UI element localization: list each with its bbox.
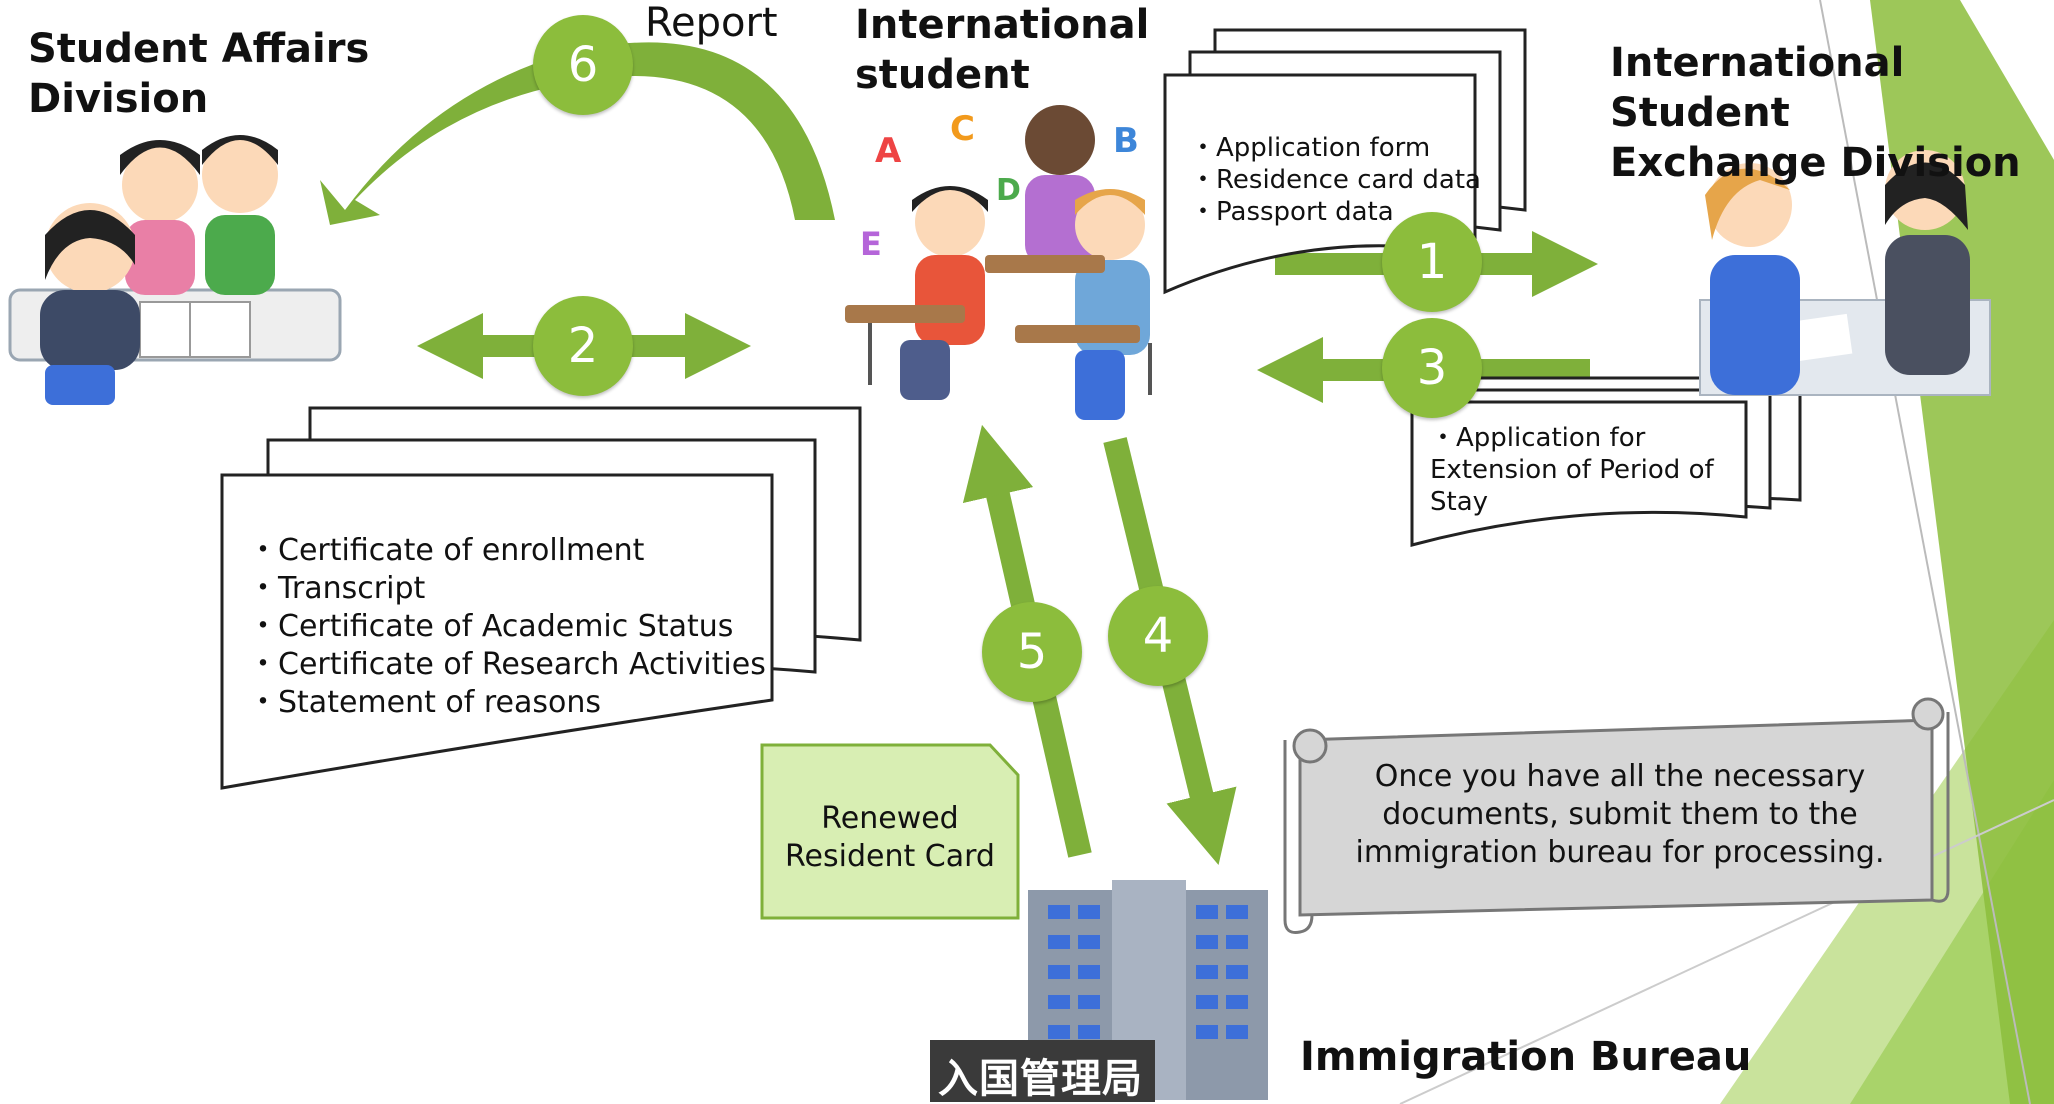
svg-text:D: D	[996, 173, 1021, 208]
report-arrow	[320, 42, 835, 225]
building-sign: 入国管理局	[938, 1056, 1143, 1102]
svg-text:E: E	[860, 225, 882, 263]
extension-document-list: ・Application for Extension of Period of …	[1430, 423, 1714, 517]
step-6-circle: 6	[533, 15, 633, 115]
step-3-circle: 3	[1382, 318, 1482, 418]
international-student-heading: International student	[855, 2, 1150, 98]
svg-text:B: B	[1113, 121, 1139, 161]
immigration-bureau-heading: Immigration Bureau	[1300, 1034, 1752, 1080]
resident-card-label: Renewed Resident Card	[785, 801, 995, 874]
application-document-list: ・Application form ・Residence card data ・…	[1190, 133, 1481, 227]
student-affairs-illustration	[8, 135, 342, 405]
student-affairs-heading: Student Affairs Division	[28, 26, 370, 122]
step-4-circle: 4	[1108, 586, 1208, 686]
instruction-scroll	[1283, 697, 1950, 934]
exchange-division-heading: International Student Exchange Division	[1610, 40, 2021, 186]
scroll-note: Once you have all the necessary document…	[1355, 759, 1885, 870]
report-label: Report	[645, 0, 778, 46]
students-illustration: A C B D E	[845, 105, 1152, 420]
resident-card-shape	[760, 743, 1020, 920]
step-1-circle: 1	[1382, 212, 1482, 312]
svg-text:C: C	[950, 109, 975, 149]
exchange-division-illustration	[1699, 150, 1991, 396]
extension-document-stack	[1410, 376, 1802, 547]
building-illustration	[930, 880, 1268, 1102]
step-5-circle: 5	[982, 602, 1082, 702]
step-2-circle: 2	[533, 296, 633, 396]
svg-text:A: A	[875, 131, 902, 171]
certificates-document-list: ・Certificate of enrollment ・Transcript ・…	[248, 533, 766, 720]
certificates-document-stack	[220, 406, 862, 790]
